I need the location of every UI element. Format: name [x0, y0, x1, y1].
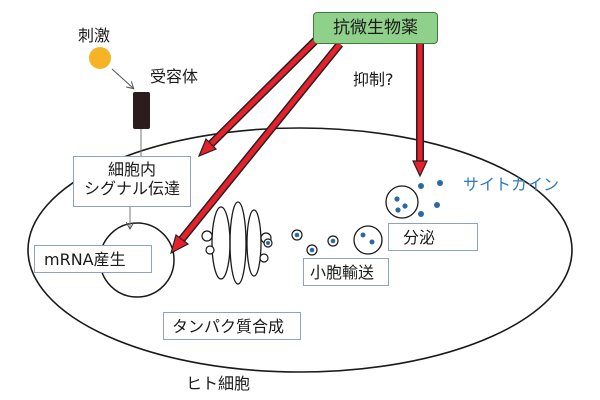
protein-synthesis-box: タンパク質合成	[163, 312, 301, 340]
inhibit-arrow-signal	[197, 37, 319, 158]
receptor-label: 受容体	[150, 67, 199, 86]
mrna-production-box: mRNA産生	[34, 245, 152, 273]
antimicrobial-drug-box: 抗微生物薬	[313, 12, 438, 44]
cytokine-label: サイトカイン	[463, 175, 560, 194]
transport-vesicle-large	[353, 225, 383, 255]
stimulus-dot	[89, 47, 111, 69]
secretion-box: 分泌	[388, 223, 478, 251]
cytokine-dots	[418, 180, 443, 217]
signal-transduction-box: 細胞内 シグナル伝達	[73, 156, 191, 207]
transport-vesicle-1	[291, 229, 303, 241]
signal-box-line2: シグナル伝達	[83, 179, 180, 199]
cell-membrane	[27, 127, 573, 373]
receptor	[133, 92, 150, 129]
vesicle-transport-box: 小胞輸送	[303, 258, 389, 286]
stimulus-arrow	[111, 68, 133, 88]
cell-label: ヒト細胞	[186, 374, 251, 393]
transport-vesicle-3	[327, 235, 339, 247]
inhibition-label: 抑制?	[353, 70, 394, 89]
golgi-apparatus	[211, 201, 262, 285]
inhibit-arrow-mrna	[170, 41, 344, 255]
stimulus-label: 刺激	[78, 26, 111, 45]
transport-vesicle-2	[306, 244, 318, 256]
inhibit-arrow-secretion	[412, 44, 428, 178]
signal-box-line1: 細胞内	[107, 160, 156, 179]
golgi-vesicle-cargo	[266, 241, 270, 245]
secretory-vesicle	[385, 185, 419, 219]
